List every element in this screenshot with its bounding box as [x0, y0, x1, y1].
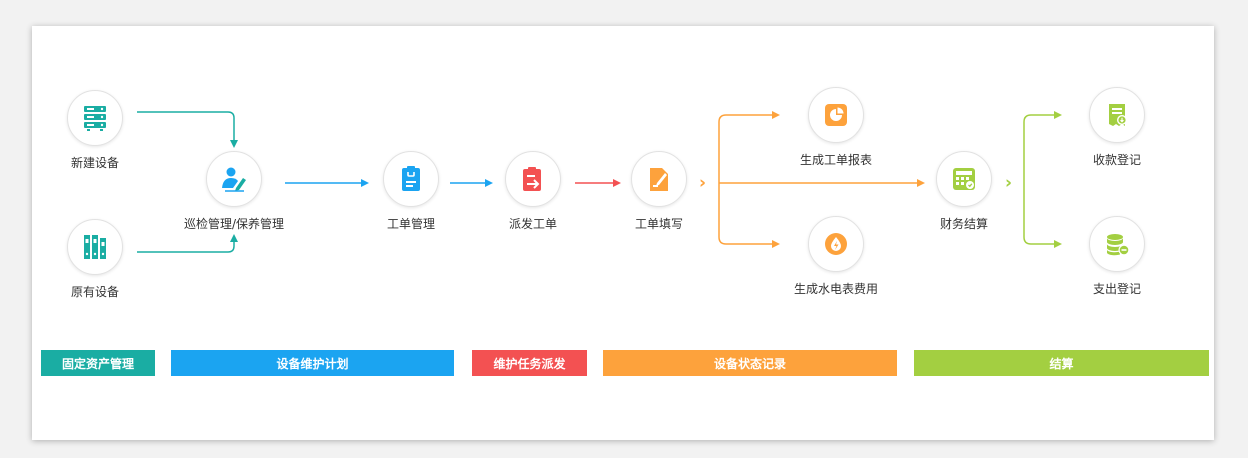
- label-fill-order: 工单填写: [634, 217, 684, 231]
- clipboard-icon: [402, 166, 420, 191]
- label-utility-fee: 生成水电表费用: [793, 282, 879, 296]
- node-utility-fee: [808, 216, 864, 272]
- binders-icon: [84, 235, 106, 259]
- flow-connectors: [137, 111, 1062, 253]
- label-income: 收款登记: [1092, 153, 1142, 167]
- phase-band-settlement: 结算: [914, 350, 1209, 376]
- node-finance: [936, 151, 992, 207]
- phase-band-status: 设备状态记录: [603, 350, 897, 376]
- receipt-icon: [1109, 104, 1127, 126]
- node-new-device: [67, 90, 123, 146]
- label-existing-device: 原有设备: [70, 285, 120, 299]
- label-dispatch: 派发工单: [508, 217, 558, 231]
- arrow-new-to-inspection: [137, 111, 238, 148]
- node-inspection: [206, 151, 262, 207]
- label-new-device: 新建设备: [70, 156, 120, 170]
- calculator-icon: [953, 168, 975, 190]
- coins-icon: [1107, 234, 1130, 256]
- power-drop-icon: [825, 233, 847, 255]
- node-report: [808, 87, 864, 143]
- node-fill-order: [631, 151, 687, 207]
- node-existing-device: [67, 219, 123, 275]
- arrow-fill-to-report: [718, 111, 780, 183]
- pie-report-icon: [825, 104, 847, 126]
- label-expense: 支出登记: [1092, 282, 1142, 296]
- label-finance: 财务结算: [939, 217, 989, 231]
- dispatch-clipboard-icon: [523, 167, 541, 191]
- node-dispatch: [505, 151, 561, 207]
- server-rack-icon: [84, 106, 106, 131]
- document-pen-icon: [650, 168, 668, 191]
- node-income: [1089, 87, 1145, 143]
- arrow-finance-to-expense: [1023, 183, 1062, 248]
- arrow-existing-to-inspection: [137, 234, 238, 253]
- person-edit-icon: [222, 167, 246, 192]
- arrow-fill-to-utility: [718, 183, 780, 248]
- label-inspection: 巡检管理/保养管理: [183, 217, 285, 231]
- chevron-right-icon: ›: [699, 173, 707, 193]
- label-work-order-mgmt: 工单管理: [386, 217, 436, 231]
- node-expense: [1089, 216, 1145, 272]
- phase-band-maintenance: 设备维护计划: [171, 350, 454, 376]
- label-report: 生成工单报表: [799, 153, 873, 167]
- chevron-right-icon: ›: [1005, 173, 1013, 193]
- process-flow-panel: › › 新建设备 原有设备: [32, 26, 1214, 440]
- phase-band-asset: 固定资产管理: [41, 350, 155, 376]
- node-work-order-mgmt: [383, 151, 439, 207]
- arrow-finance-to-income: [1023, 111, 1062, 183]
- phase-band-dispatch: 维护任务派发: [472, 350, 587, 376]
